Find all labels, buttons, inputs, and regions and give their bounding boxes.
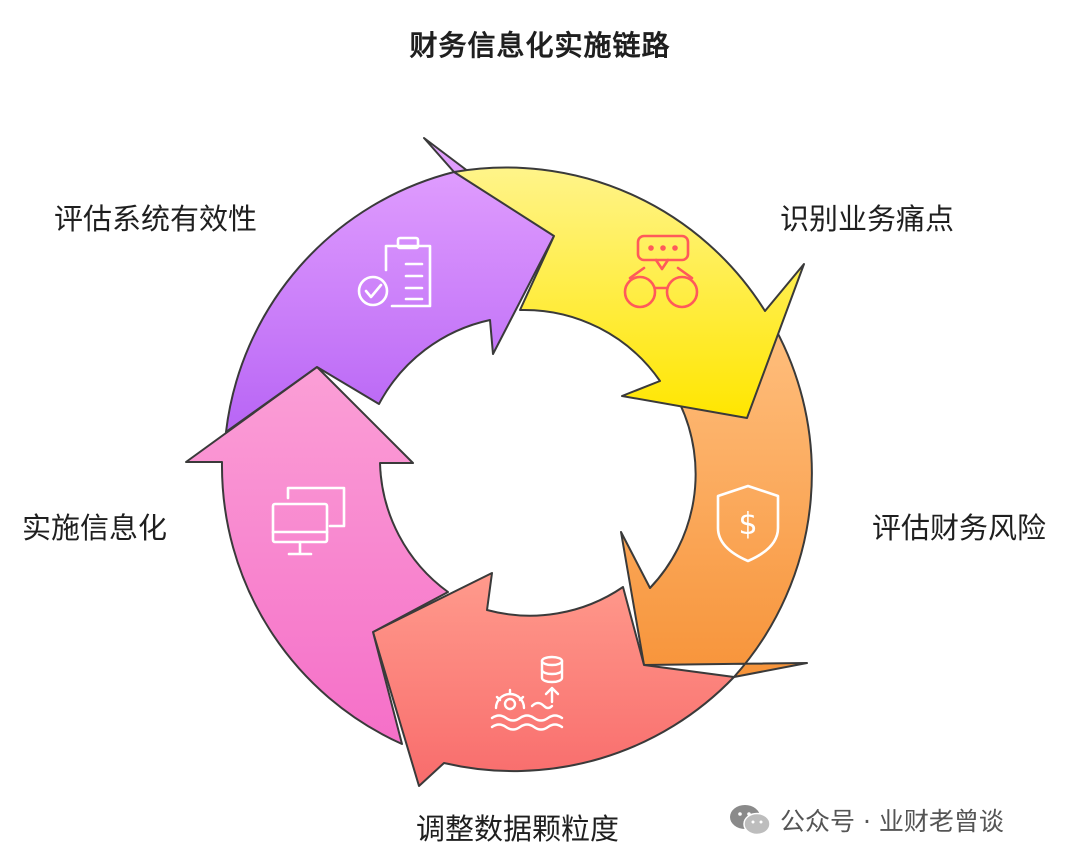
stage-label-implement: 实施信息化 xyxy=(22,511,168,545)
stage-label-evaluate: 评估系统有效性 xyxy=(54,202,258,236)
arrow-segment-identify xyxy=(453,166,805,419)
stage-label-adjust-granularity: 调整数据颗粒度 xyxy=(416,812,620,846)
svg-text:$: $ xyxy=(738,507,757,542)
clipboard-check-icon xyxy=(357,236,432,308)
database-gear-icon xyxy=(490,655,564,731)
monitor-windows-icon xyxy=(271,486,346,556)
arrow-segment-evaluate xyxy=(225,137,555,433)
watermark: 公众号 · 业财老曾谈 xyxy=(728,800,1004,840)
arrow-segment-assess-risk xyxy=(620,310,813,678)
arrow-segment-implement xyxy=(185,366,449,745)
watermark-text: 公众号 · 业财老曾谈 xyxy=(780,807,1004,836)
diagram-title: 财务信息化实施链路 xyxy=(409,29,671,62)
arrow-segment-adjust-granularity xyxy=(372,572,735,787)
wechat-icon xyxy=(730,805,771,836)
stage-label-assess-risk: 评估财务风险 xyxy=(872,511,1047,545)
binoculars-chat-icon xyxy=(623,234,699,309)
stage-label-identify: 识别业务痛点 xyxy=(780,202,955,236)
dollar-shield-icon: $ xyxy=(716,484,780,563)
